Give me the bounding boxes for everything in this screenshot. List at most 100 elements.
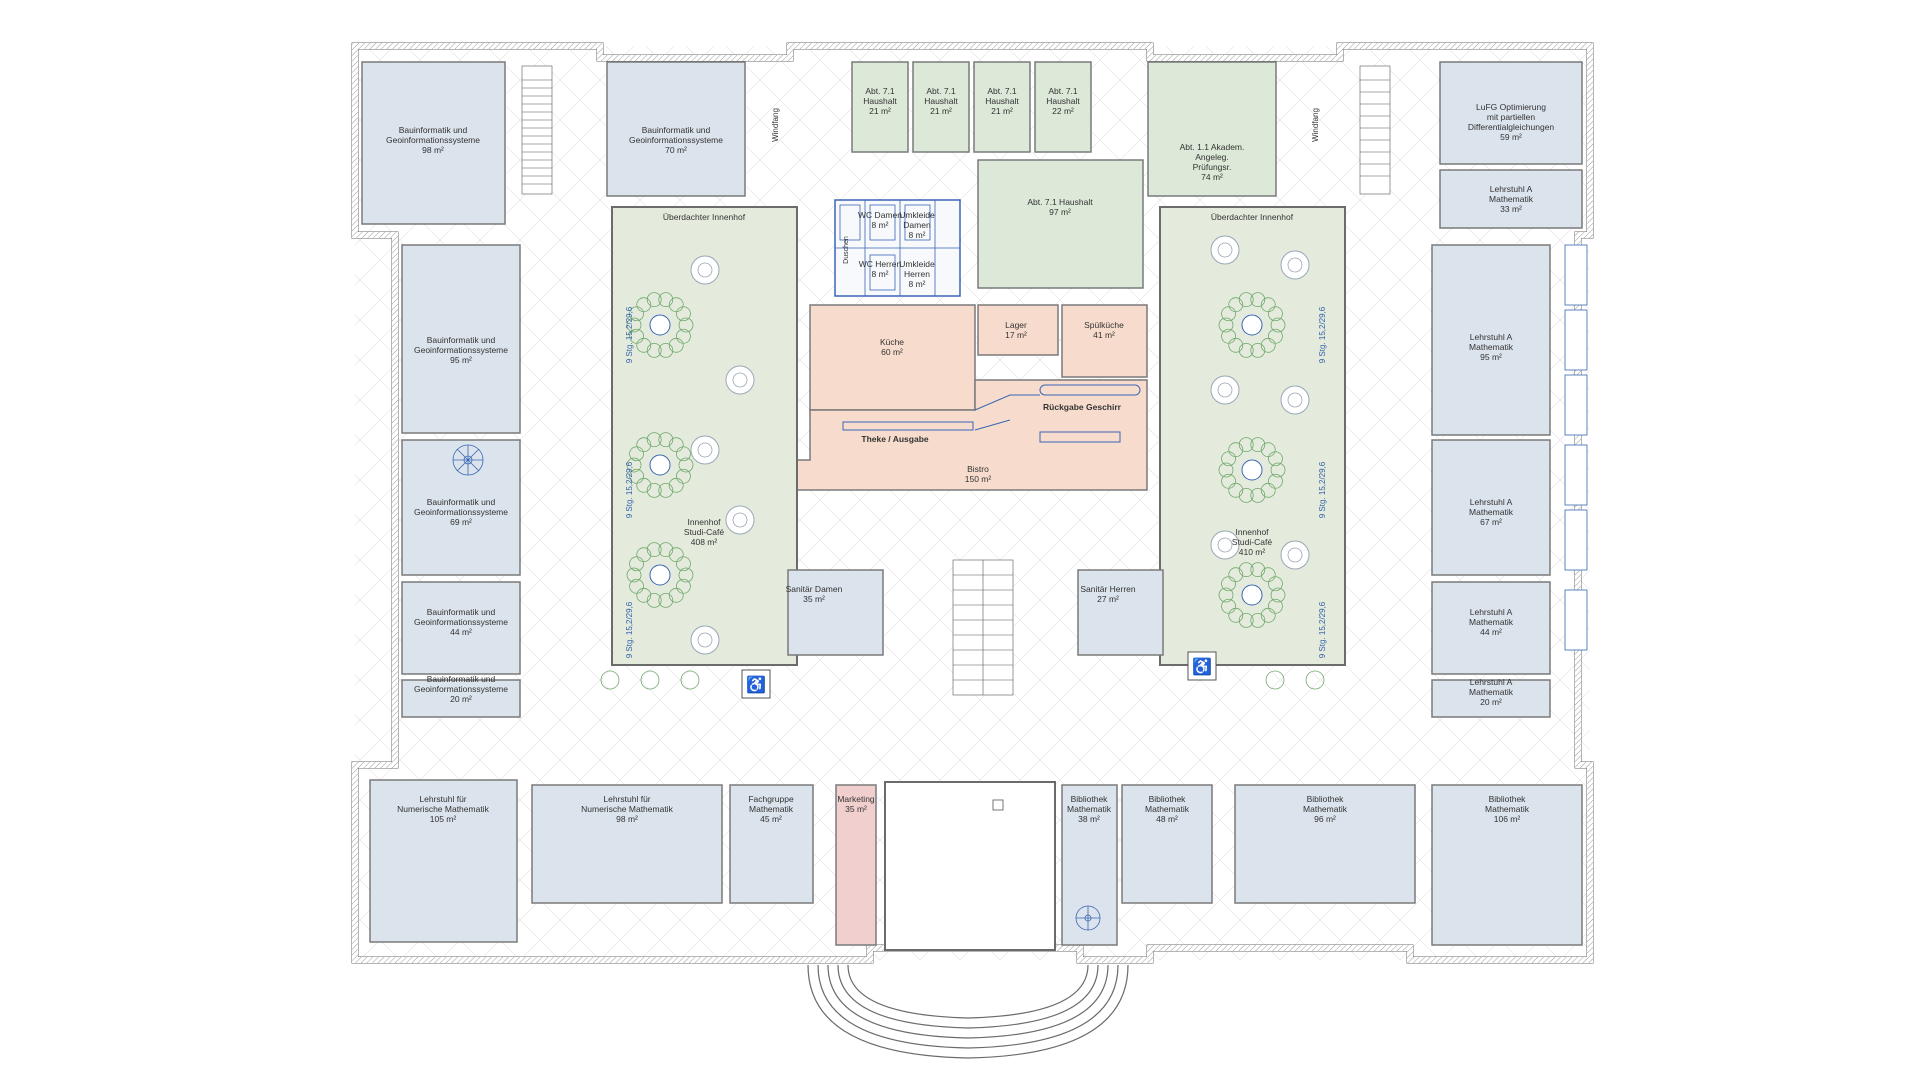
room-san-herren[interactable] [1077, 569, 1164, 656]
room-haus-4[interactable] [1034, 61, 1092, 153]
entrance-steps[interactable] [807, 964, 1129, 1059]
room-label-line: 97 m² [1049, 207, 1071, 217]
room-label-theke: Theke / Ausgabe [861, 434, 929, 444]
tree-icon [640, 670, 660, 690]
room-lufg[interactable] [1439, 61, 1583, 165]
tree-icon [626, 542, 694, 608]
room-lehr-a-67[interactable] [1431, 439, 1551, 576]
tree-icon [1218, 437, 1286, 503]
room-kueche[interactable] [809, 304, 976, 411]
stair-label-l1: 9 Stg. 15,2/29,6 [625, 306, 634, 363]
room-label-line: 44 m² [450, 627, 472, 637]
room-label-rueckgabe: Rückgabe Geschirr [1043, 402, 1122, 412]
room-bauinf-20[interactable] [401, 679, 521, 718]
spiral-stair-icon [1075, 905, 1101, 931]
room-bauinf-95[interactable] [401, 244, 521, 434]
room-label-line: 98 m² [422, 145, 444, 155]
room-label-line: Bauinformatik und [427, 607, 496, 617]
window-column [1564, 244, 1588, 651]
cafe-table [1210, 235, 1240, 265]
room-label-line: 17 m² [1005, 330, 1027, 340]
wc-partitions [835, 200, 960, 296]
outer-wall-hatch [352, 43, 1593, 963]
entrance-hall[interactable] [884, 781, 1056, 951]
room-haus-97[interactable] [977, 159, 1144, 289]
room-label-line: 45 m² [760, 814, 782, 824]
room-lehr-a-20[interactable] [1431, 679, 1551, 718]
room-haus-1[interactable] [851, 61, 909, 153]
room-label-line: Geoinformationssysteme [414, 617, 508, 627]
room-akadem[interactable] [1147, 61, 1277, 197]
room-haus-3[interactable] [973, 61, 1031, 153]
cafe-table [725, 365, 755, 395]
kitchen-area [789, 304, 1148, 491]
room-label-line: 408 m² [691, 537, 718, 547]
room-bib-48[interactable] [1121, 784, 1213, 904]
room-label-line: Angeleg. [1195, 152, 1229, 162]
room-label-line: Studi-Café [684, 527, 724, 537]
tree-icon [1218, 292, 1286, 358]
cafe-table [1280, 540, 1310, 570]
cafe-table [1210, 530, 1240, 560]
room-bib-96[interactable] [1234, 784, 1416, 904]
room-label-line: Geoinformationssysteme [414, 507, 508, 517]
room-label-line: Bibliothek [1307, 794, 1345, 804]
room-san-damen[interactable] [787, 569, 884, 656]
room-label-line: Bauinformatik und [642, 125, 711, 135]
entrance [807, 781, 1129, 1059]
room-label-line: Überdachter Innenhof [1211, 212, 1294, 222]
room-bauinf-69[interactable] [401, 439, 521, 576]
room-label-line: Lehrstuhl A [1470, 332, 1513, 342]
room-label-line: Damen [903, 220, 931, 230]
room-label-line: 98 m² [616, 814, 638, 824]
room-label-line: 22 m² [1052, 106, 1074, 116]
room-label-line: 38 m² [1078, 814, 1100, 824]
room-label-line: WC Damen [858, 210, 902, 220]
room-lehr-a-95[interactable] [1431, 244, 1551, 436]
room-label-line: 105 m² [430, 814, 457, 824]
room-label-line: 21 m² [869, 106, 891, 116]
room-label-line: Sanitär Herren [1080, 584, 1136, 594]
room-bistro[interactable] [789, 379, 1148, 491]
room-lehr-a-33[interactable] [1439, 169, 1583, 229]
room-bauinf-70[interactable] [606, 61, 746, 197]
room-label-line: 33 m² [1500, 204, 1522, 214]
room-num-105[interactable] [369, 779, 518, 943]
room-label-line: Umkleide [899, 210, 935, 220]
room-label-line: Mathematik [1469, 507, 1514, 517]
room-lager[interactable] [977, 304, 1059, 356]
room-label-hof-r-title: Überdachter Innenhof [1211, 212, 1294, 222]
room-fach[interactable] [729, 784, 814, 904]
central-core: ♿ ♿ [741, 559, 1217, 699]
room-label-line: Mathematik [1469, 342, 1514, 352]
room-bauinf-44[interactable] [401, 581, 521, 675]
room-bib-106[interactable] [1431, 784, 1583, 946]
room-label-line: Lehrstuhl A [1490, 184, 1533, 194]
room-label-line: Mathematik [1303, 804, 1348, 814]
cafe-table [690, 255, 720, 285]
room-label-line: 27 m² [1097, 594, 1119, 604]
room-bauinf-98[interactable] [361, 61, 506, 225]
room-lehr-a-44[interactable] [1431, 581, 1551, 675]
room-label-line: Lehrstuhl A [1470, 607, 1513, 617]
tree-icon [1265, 670, 1285, 690]
top-center [834, 61, 1277, 297]
room-num-98[interactable] [531, 784, 723, 904]
room-label-line: 67 m² [1480, 517, 1502, 527]
room-label-line: LuFG Optimierung [1476, 102, 1546, 112]
room-marketing[interactable] [835, 784, 877, 946]
room-spuel[interactable] [1061, 304, 1148, 378]
room-haus-2[interactable] [912, 61, 970, 153]
room-label-line: Abt. 7.1 [865, 86, 895, 96]
room-label-line: Differentialgleichungen [1468, 122, 1555, 132]
